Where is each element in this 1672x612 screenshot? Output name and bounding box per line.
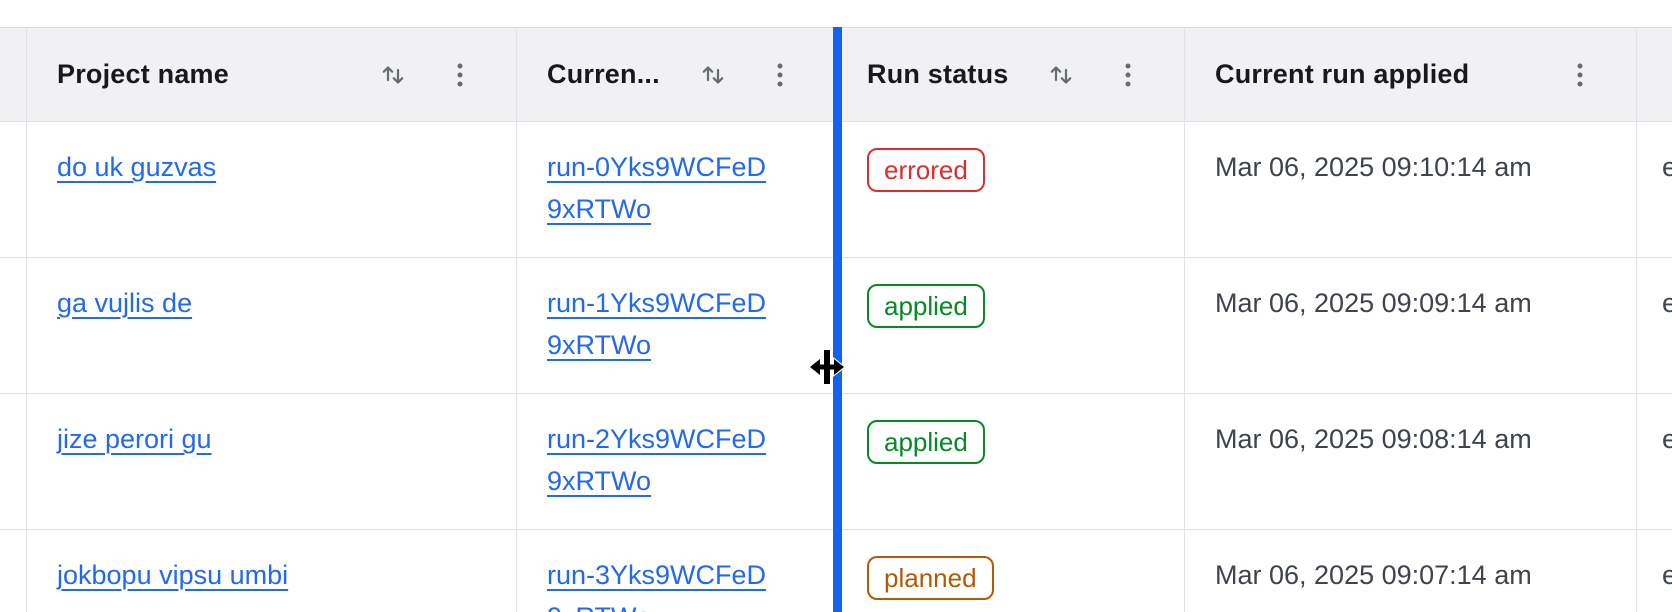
- header-cell-next-column: V: [1637, 28, 1672, 121]
- column-title-project-name: Project name: [57, 59, 229, 89]
- header-cell-run-status: Run status: [837, 28, 1185, 121]
- run-link[interactable]: run-3Yks9WCFeD9xRTWo: [547, 560, 767, 612]
- run-link[interactable]: run-2Yks9WCFeD9xRTWo: [547, 424, 767, 496]
- cell-project-name: jokbopu vipsu umbi: [27, 530, 517, 612]
- project-link[interactable]: jokbopu vipsu umbi: [57, 560, 289, 590]
- column-menu-icon[interactable]: [1574, 62, 1586, 88]
- column-menu-icon[interactable]: [454, 62, 466, 88]
- cell-project-name: ga vujlis de: [27, 258, 517, 393]
- run-status-badge: applied: [867, 420, 985, 464]
- header-cell-leading: [0, 28, 27, 121]
- cell-run-status: planned: [837, 530, 1185, 612]
- header-cell-current-run: Curren...: [517, 28, 837, 121]
- project-link[interactable]: jize perori gu: [57, 424, 212, 454]
- project-link[interactable]: ga vujlis de: [57, 288, 193, 318]
- cell-next-column: e: [1662, 560, 1672, 590]
- cell-project-name: jize perori gu: [27, 394, 517, 529]
- cell-leading: [0, 394, 27, 529]
- cell-run-status: applied: [837, 394, 1185, 529]
- header-cell-current-run-applied: Current run applied: [1185, 28, 1637, 121]
- column-menu-icon[interactable]: [774, 62, 786, 88]
- cell-current-run: run-1Yks9WCFeD9xRTWo: [517, 258, 837, 393]
- run-status-badge: applied: [867, 284, 985, 328]
- column-resize-cursor-icon: [808, 348, 846, 386]
- cell-run-status: applied: [837, 258, 1185, 393]
- run-link[interactable]: run-0Yks9WCFeD9xRTWo: [547, 152, 767, 224]
- run-link[interactable]: run-1Yks9WCFeD9xRTWo: [547, 288, 767, 360]
- run-status-badge: errored: [867, 148, 985, 192]
- cell-current-run: run-0Yks9WCFeD9xRTWo: [517, 122, 837, 257]
- run-status-badge: planned: [867, 556, 994, 600]
- cell-current-run-applied: Mar 06, 2025 09:08:14 am: [1185, 394, 1637, 529]
- column-title-run-status: Run status: [867, 59, 1009, 89]
- project-link[interactable]: do uk guzvas: [57, 152, 217, 182]
- cell-project-name: do uk guzvas: [27, 122, 517, 257]
- column-menu-icon[interactable]: [1122, 62, 1134, 88]
- cell-current-run: run-3Yks9WCFeD9xRTWo: [517, 530, 837, 612]
- column-resize-indicator-line[interactable]: [833, 27, 842, 612]
- column-title-current-run-applied: Current run applied: [1215, 59, 1470, 89]
- cell-next-column: e: [1662, 152, 1672, 182]
- cell-current-run: run-2Yks9WCFeD9xRTWo: [517, 394, 837, 529]
- cell-leading: [0, 258, 27, 393]
- cell-current-run-applied: Mar 06, 2025 09:10:14 am: [1185, 122, 1637, 257]
- column-title-current-run: Curren...: [547, 59, 660, 89]
- cell-next-column: e: [1662, 424, 1672, 454]
- sort-icon[interactable]: [380, 62, 406, 88]
- cell-next-column: e: [1662, 288, 1672, 318]
- cell-current-run-applied: Mar 06, 2025 09:09:14 am: [1185, 258, 1637, 393]
- header-cell-project-name: Project name: [27, 28, 517, 121]
- sort-icon[interactable]: [700, 62, 726, 88]
- cell-leading: [0, 122, 27, 257]
- cell-leading: [0, 530, 27, 612]
- cell-current-run-applied: Mar 06, 2025 09:07:14 am: [1185, 530, 1637, 612]
- sort-icon[interactable]: [1048, 62, 1074, 88]
- cell-run-status: errored: [837, 122, 1185, 257]
